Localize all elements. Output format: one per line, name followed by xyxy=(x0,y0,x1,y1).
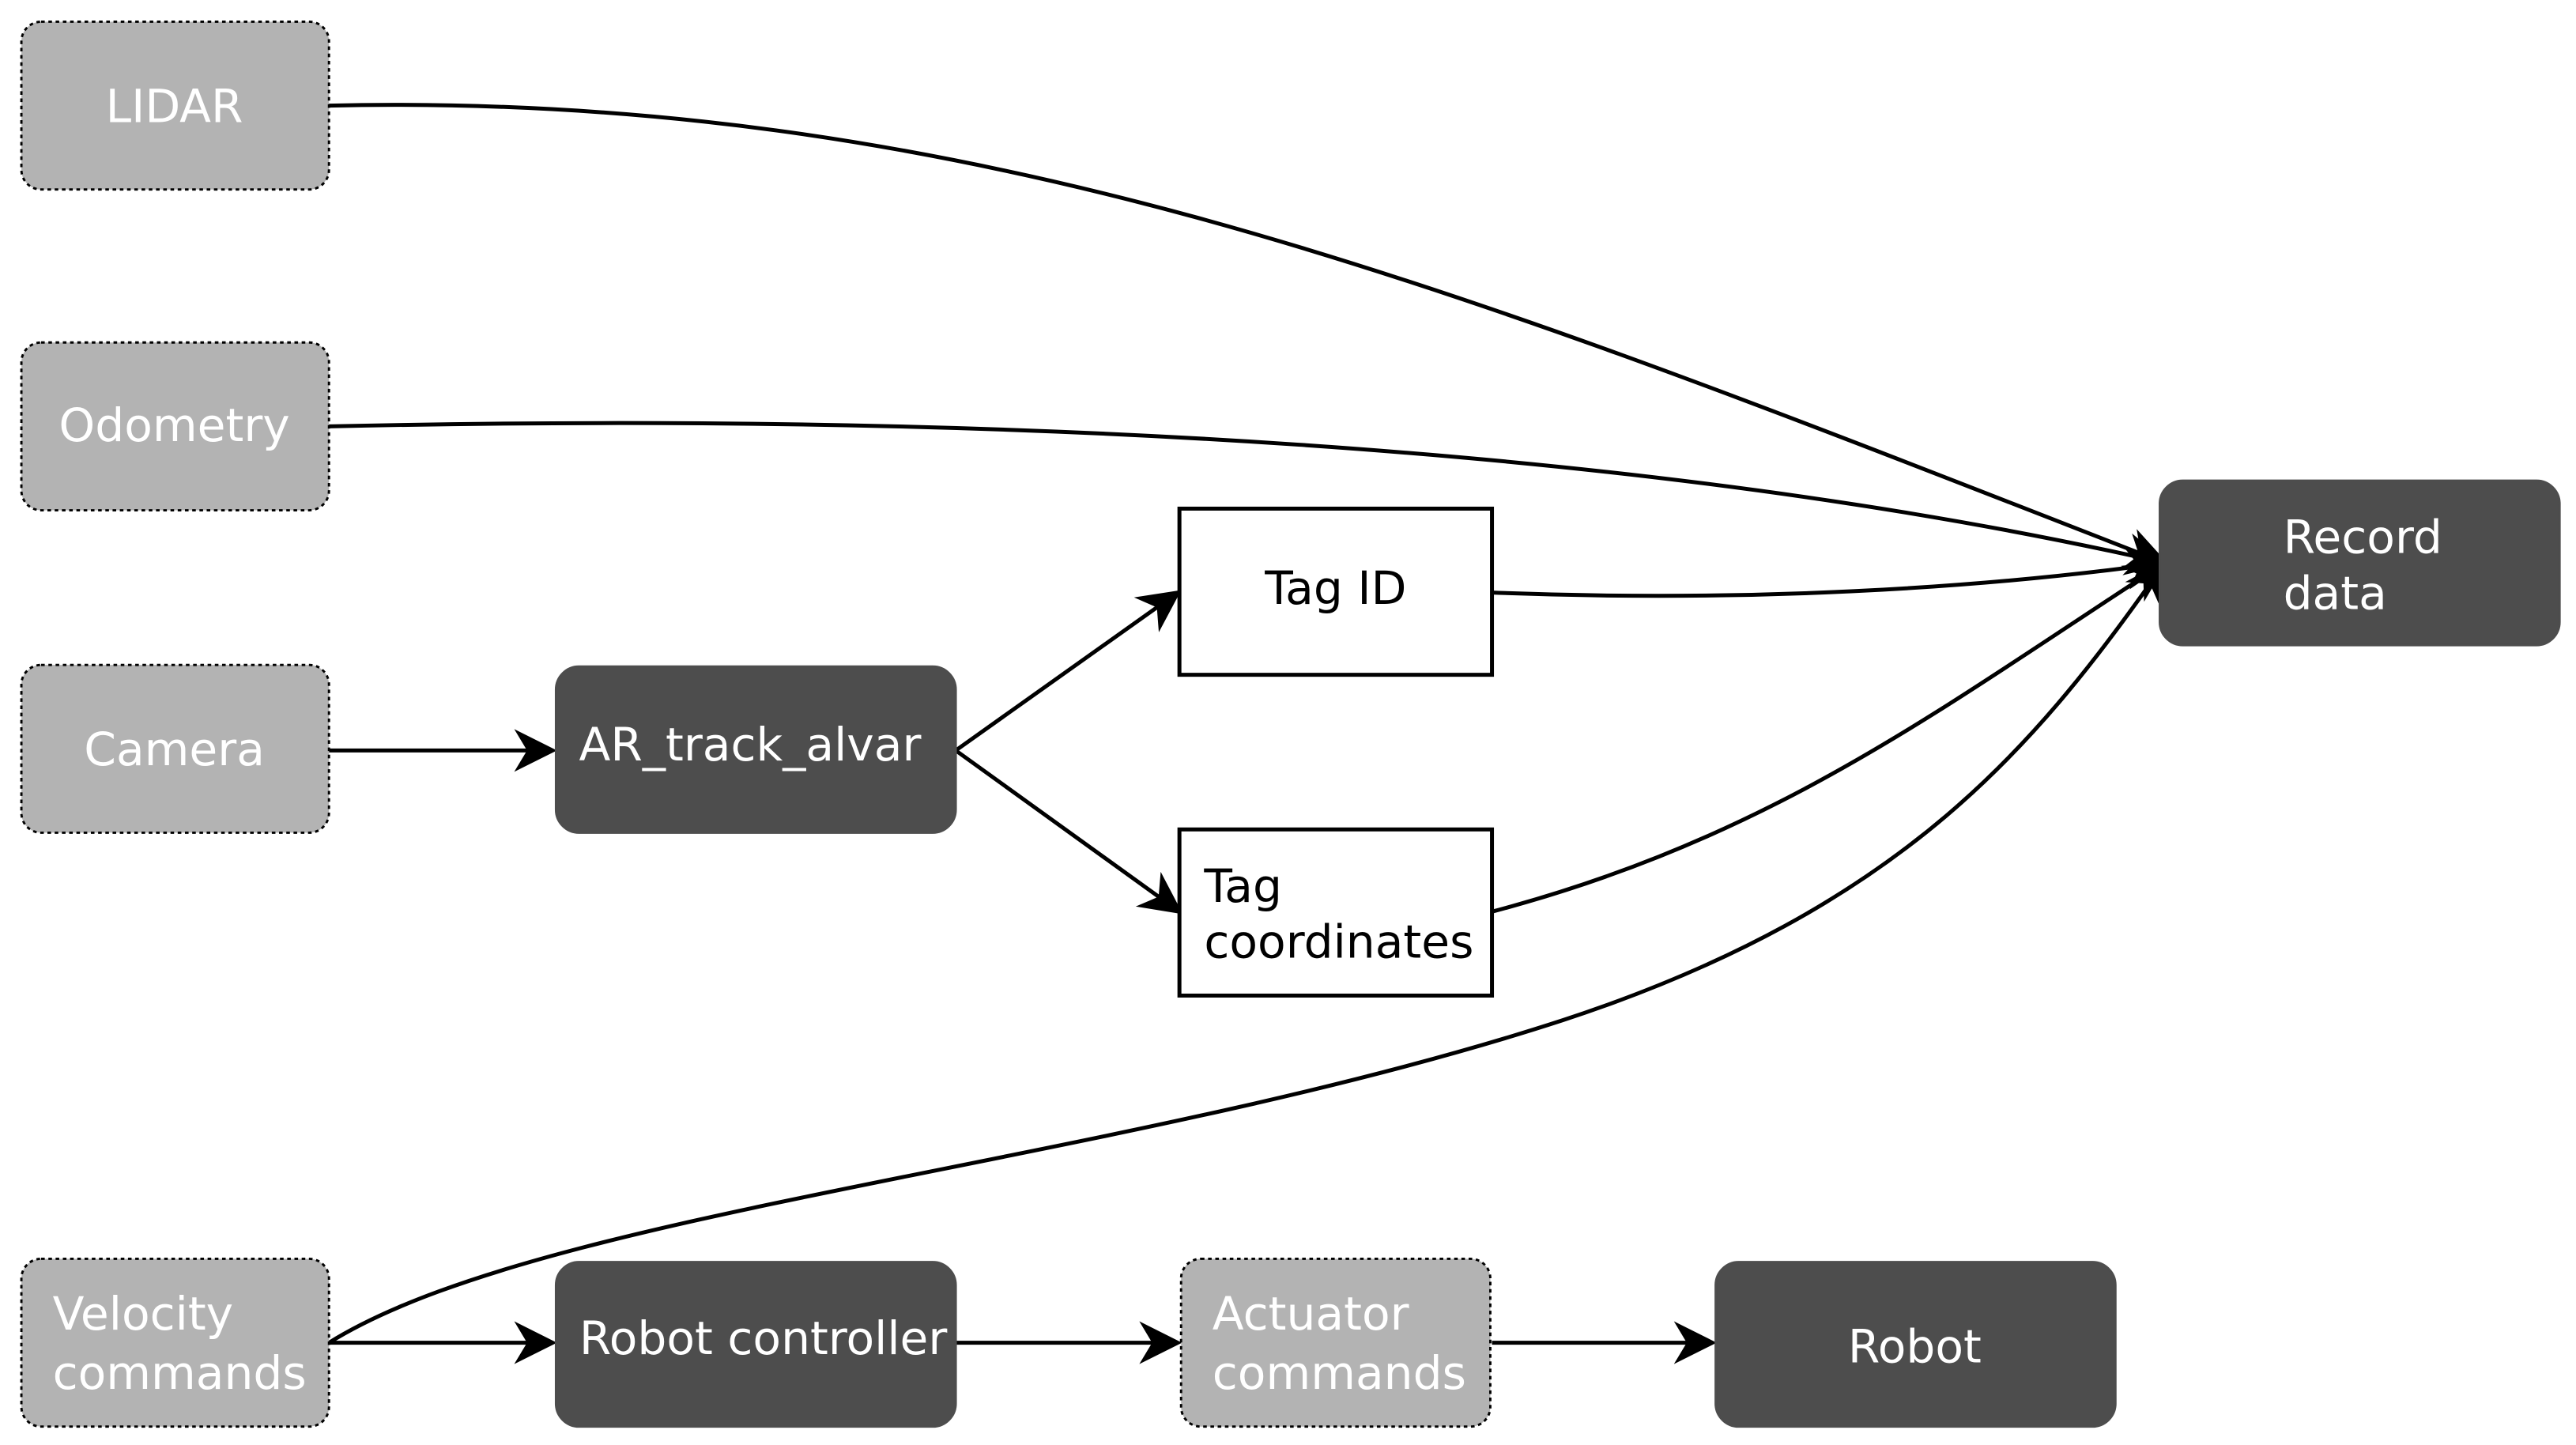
edge-lidar-record xyxy=(329,103,2169,569)
edge-velocity-record xyxy=(327,559,2167,1345)
edge-tagid-record xyxy=(1492,546,2170,598)
edge-tagcoords-record xyxy=(1491,560,2169,914)
node-label: Robot controller xyxy=(579,1311,948,1365)
node-actuator-commands: Actuator commands xyxy=(1179,1257,1492,1428)
node-lidar: LIDAR xyxy=(20,20,330,191)
node-label: Camera xyxy=(84,722,265,776)
edge-artrack-tagid xyxy=(954,590,1182,753)
node-robot-controller: Robot controller xyxy=(554,1261,957,1428)
node-camera: Camera xyxy=(20,663,330,834)
node-velocity-commands: Velocity commands xyxy=(20,1257,330,1428)
node-label: Tag ID xyxy=(1264,561,1406,615)
node-label: Velocity commands xyxy=(53,1287,307,1400)
node-record-data: Record data xyxy=(2159,479,2561,647)
node-odometry: Odometry xyxy=(20,341,330,511)
edge-odometry-record xyxy=(329,421,2170,575)
node-tag-coordinates: Tag coordinates xyxy=(1177,827,1495,998)
node-label: Record data xyxy=(2284,511,2457,621)
node-robot: Robot xyxy=(1714,1261,2117,1428)
node-ar-track-alvar: AR_track_alvar xyxy=(554,665,957,834)
node-label: Actuator commands xyxy=(1213,1287,1466,1400)
node-tag-id: Tag ID xyxy=(1177,506,1495,677)
node-label: Robot xyxy=(1848,1320,1982,1374)
node-label: AR_track_alvar xyxy=(579,718,922,772)
edge-artrack-tagcoords xyxy=(954,749,1183,915)
node-label: Tag coordinates xyxy=(1203,859,1473,969)
node-label: Odometry xyxy=(58,398,289,452)
node-label: LIDAR xyxy=(106,79,243,133)
